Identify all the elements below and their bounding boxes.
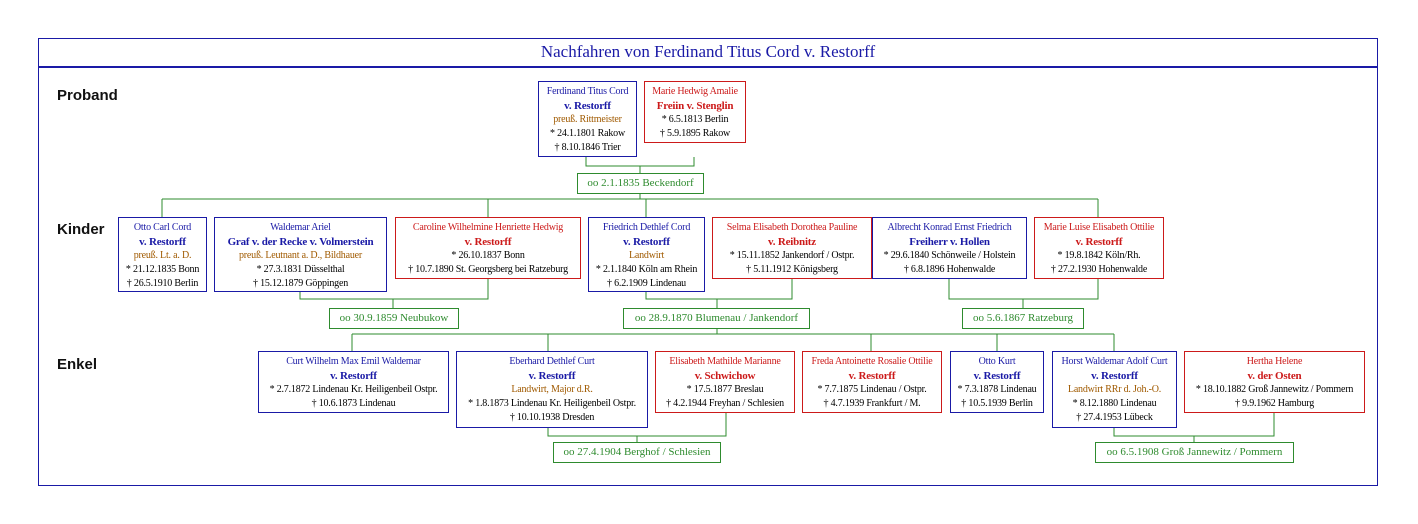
person-surname: v. Restorff bbox=[139, 236, 186, 248]
person-occupation: Landwirt RRr d. Joh.-O. bbox=[1067, 384, 1162, 395]
person-box-caroline[interactable]: Caroline Wilhelmine Henriette Hedwig v. … bbox=[395, 217, 581, 279]
person-box-marie-hedwig[interactable]: Marie Hedwig Amalie Freiin v. Stenglin *… bbox=[644, 81, 746, 143]
person-surname: v. Schwichow bbox=[694, 370, 756, 382]
person-birth: * 18.10.1882 Groß Jannewitz / Pommern bbox=[1195, 384, 1354, 395]
person-surname: v. Restorff bbox=[528, 370, 576, 382]
person-given-name: Otto Kurt bbox=[978, 356, 1016, 367]
person-birth: * 19.8.1842 Köln/Rh. bbox=[1057, 250, 1141, 261]
person-birth: * 29.6.1840 Schönweile / Holstein bbox=[883, 250, 1016, 261]
person-given-name: Ferdinand Titus Cord bbox=[546, 86, 629, 97]
person-birth: * 26.10.1837 Bonn bbox=[451, 250, 525, 261]
person-given-name: Hertha Helene bbox=[1246, 356, 1303, 367]
person-death: † 27.2.1930 Hohenwalde bbox=[1050, 264, 1148, 275]
person-death: † 6.8.1896 Hohenwalde bbox=[903, 264, 996, 275]
person-birth: * 15.11.1852 Jankendorf / Ostpr. bbox=[729, 250, 855, 261]
person-death: † 10.5.1939 Berlin bbox=[961, 398, 1033, 409]
person-given-name: Albrecht Konrad Ernst Friedrich bbox=[887, 222, 1012, 233]
person-occupation: preuß. Lt. a. D. bbox=[133, 250, 192, 261]
marriage-badge-neubukow[interactable]: oo 30.9.1859 Neubukow bbox=[329, 308, 459, 329]
person-occupation: preuß. Rittmeister bbox=[553, 114, 622, 125]
person-death: † 27.4.1953 Lübeck bbox=[1076, 412, 1153, 423]
person-given-name: Otto Carl Cord bbox=[133, 222, 192, 233]
person-box-otto-carl[interactable]: Otto Carl Cord v. Restorff preuß. Lt. a.… bbox=[118, 217, 207, 292]
person-box-waldemar-ariel[interactable]: Waldemar Ariel Graf v. der Recke v. Volm… bbox=[214, 217, 387, 292]
person-birth: * 2.7.1872 Lindenau Kr. Heiligenbeil Ost… bbox=[269, 384, 438, 395]
person-given-name: Marie Luise Elisabeth Ottilie bbox=[1043, 222, 1155, 233]
marriage-badge-gross-jannewitz[interactable]: oo 6.5.1908 Groß Jannewitz / Pommern bbox=[1095, 442, 1294, 463]
chart-frame bbox=[38, 38, 1378, 486]
person-given-name: Eberhard Dethlef Curt bbox=[509, 356, 595, 367]
person-death: † 5.11.1912 Königsberg bbox=[746, 264, 838, 275]
person-box-friedrich-dethlef[interactable]: Friedrich Dethlef Cord v. Restorff Landw… bbox=[588, 217, 705, 292]
generation-label-children: Kinder bbox=[57, 221, 105, 238]
person-given-name: Freda Antoinette Rosalie Ottilie bbox=[811, 356, 933, 367]
person-box-albrecht[interactable]: Albrecht Konrad Ernst Friedrich Freiherr… bbox=[872, 217, 1027, 279]
person-occupation: preuß. Leutnant a. D., Bildhauer bbox=[238, 250, 362, 261]
marriage-badge-blumenau[interactable]: oo 28.9.1870 Blumenau / Jankendorf bbox=[623, 308, 810, 329]
person-death: † 8.10.1846 Trier bbox=[554, 142, 621, 153]
person-given-name: Curt Wilhelm Max Emil Waldemar bbox=[286, 356, 421, 367]
person-given-name: Waldemar Ariel bbox=[270, 222, 331, 233]
generation-label-proband: Proband bbox=[57, 87, 118, 104]
person-birth: * 6.5.1813 Berlin bbox=[661, 114, 729, 125]
person-birth: * 17.5.1877 Breslau bbox=[686, 384, 764, 395]
person-box-curt-wilhelm[interactable]: Curt Wilhelm Max Emil Waldemar v. Restor… bbox=[258, 351, 449, 413]
person-box-hertha[interactable]: Hertha Helene v. der Osten * 18.10.1882 … bbox=[1184, 351, 1365, 413]
person-box-ferdinand[interactable]: Ferdinand Titus Cord v. Restorff preuß. … bbox=[538, 81, 637, 157]
person-death: † 5.9.1895 Rakow bbox=[659, 128, 731, 139]
person-surname: v. Restorff bbox=[1091, 370, 1138, 382]
person-given-name: Marie Hedwig Amalie bbox=[652, 86, 738, 97]
person-surname: v. Restorff bbox=[464, 236, 512, 248]
person-box-marie-luise[interactable]: Marie Luise Elisabeth Ottilie v. Restorf… bbox=[1034, 217, 1164, 279]
person-birth: * 7.3.1878 Lindenau bbox=[957, 384, 1037, 395]
person-box-selma[interactable]: Selma Elisabeth Dorothea Pauline v. Reib… bbox=[712, 217, 872, 279]
person-death: † 10.7.1890 St. Georgsberg bei Ratzeburg bbox=[408, 264, 568, 275]
person-surname: v. Restorff bbox=[330, 370, 377, 382]
person-surname: Freiherr v. Hollen bbox=[909, 236, 990, 248]
person-given-name: Elisabeth Mathilde Marianne bbox=[669, 356, 781, 367]
person-surname: v. Restorff bbox=[848, 370, 896, 382]
person-birth: * 2.1.1840 Köln am Rhein bbox=[595, 264, 698, 275]
person-box-elisabeth-mathilde[interactable]: Elisabeth Mathilde Marianne v. Schwichow… bbox=[655, 351, 795, 413]
person-surname: v. Restorff bbox=[1075, 236, 1123, 248]
person-death: † 15.12.1879 Göppingen bbox=[252, 278, 349, 289]
person-box-freda[interactable]: Freda Antoinette Rosalie Ottilie v. Rest… bbox=[802, 351, 942, 413]
person-given-name: Friedrich Dethlef Cord bbox=[602, 222, 691, 233]
person-death: † 4.7.1939 Frankfurt / M. bbox=[823, 398, 921, 409]
person-birth: * 8.12.1880 Lindenau bbox=[1072, 398, 1157, 409]
person-death: † 26.5.1910 Berlin bbox=[126, 278, 199, 289]
person-death: † 4.2.1944 Freyhan / Schlesien bbox=[666, 398, 784, 409]
generation-label-grandchildren: Enkel bbox=[57, 356, 98, 373]
person-birth: * 27.3.1831 Düsselthal bbox=[256, 264, 345, 275]
marriage-badge-proband[interactable]: oo 2.1.1835 Beckendorf bbox=[577, 173, 704, 194]
marriage-badge-berghof[interactable]: oo 27.4.1904 Berghof / Schlesien bbox=[553, 442, 721, 463]
person-surname: v. der Osten bbox=[1247, 370, 1302, 382]
person-given-name: Horst Waldemar Adolf Curt bbox=[1061, 356, 1168, 367]
person-birth: * 24.1.1801 Rakow bbox=[550, 128, 625, 139]
person-death: † 10.6.1873 Lindenau bbox=[311, 398, 396, 409]
person-given-name: Caroline Wilhelmine Henriette Hedwig bbox=[412, 222, 564, 233]
page-title: Nachfahren von Ferdinand Titus Cord v. R… bbox=[38, 38, 1378, 68]
person-death: † 10.10.1938 Dresden bbox=[509, 412, 595, 423]
person-box-eberhard[interactable]: Eberhard Dethlef Curt v. Restorff Landwi… bbox=[456, 351, 648, 428]
person-box-horst[interactable]: Horst Waldemar Adolf Curt v. Restorff La… bbox=[1052, 351, 1177, 428]
person-given-name: Selma Elisabeth Dorothea Pauline bbox=[726, 222, 858, 233]
person-birth: * 7.7.1875 Lindenau / Ostpr. bbox=[817, 384, 927, 395]
person-surname: v. Reibnitz bbox=[768, 236, 816, 248]
person-surname: v. Restorff bbox=[623, 236, 670, 248]
person-surname: v. Restorff bbox=[973, 370, 1021, 382]
person-occupation: Landwirt bbox=[628, 250, 665, 261]
marriage-badge-ratzeburg[interactable]: oo 5.6.1867 Ratzeburg bbox=[962, 308, 1084, 329]
person-surname: Graf v. der Recke v. Volmerstein bbox=[227, 236, 374, 248]
person-death: † 9.9.1962 Hamburg bbox=[1235, 398, 1314, 409]
person-surname: v. Restorff bbox=[564, 100, 611, 112]
person-box-otto-kurt[interactable]: Otto Kurt v. Restorff * 7.3.1878 Lindena… bbox=[950, 351, 1044, 413]
person-birth: * 21.12.1835 Bonn bbox=[125, 264, 200, 275]
person-birth: * 1.8.1873 Lindenau Kr. Heiligenbeil Ost… bbox=[468, 398, 636, 409]
person-death: † 6.2.1909 Lindenau bbox=[607, 278, 686, 289]
person-occupation: Landwirt, Major d.R. bbox=[511, 384, 593, 395]
person-surname: Freiin v. Stenglin bbox=[656, 100, 734, 112]
